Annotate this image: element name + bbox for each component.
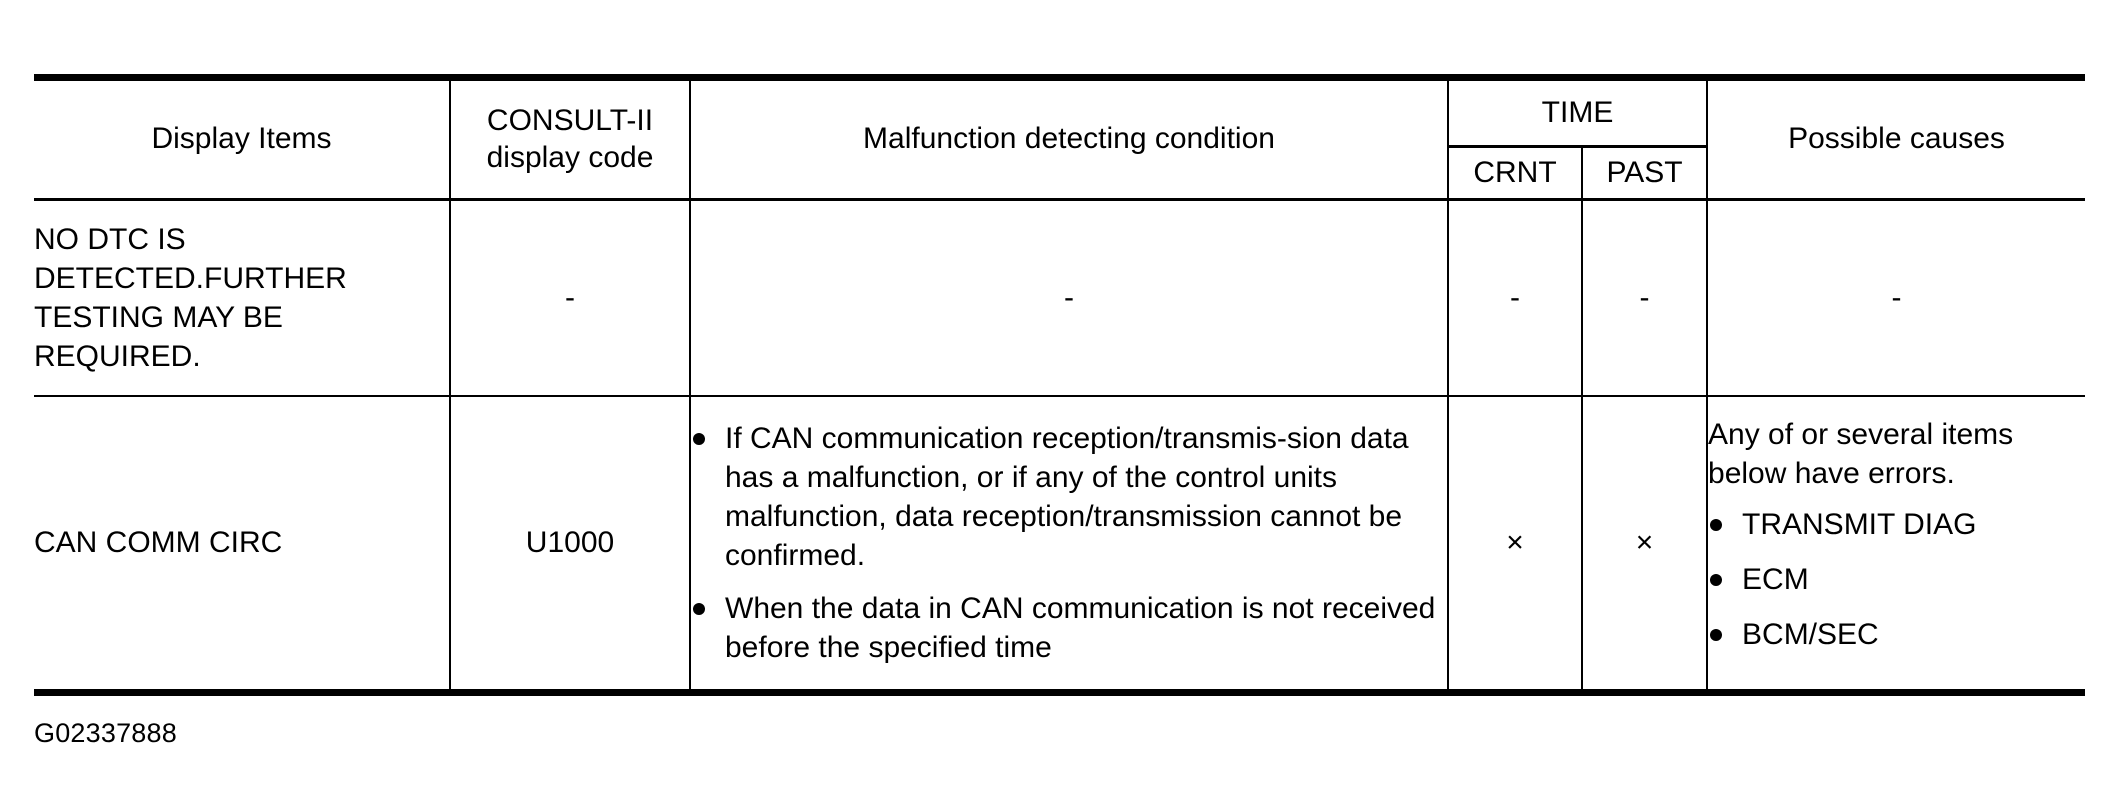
cell-time-past: - — [1580, 199, 1709, 397]
cell-possible-causes: Any of or several items below have error… — [1706, 394, 2086, 694]
column-header-malfunction-condition: Malfunction detecting condition — [689, 76, 1449, 201]
list-item-text: TRANSMIT DIAG — [1742, 508, 1977, 542]
list-item-text: ECM — [1742, 563, 1809, 597]
bullet-dot-icon — [1710, 629, 1723, 642]
column-header-crnt: CRNT — [1448, 146, 1583, 201]
display-items-line: NO DTC IS — [34, 222, 186, 256]
table-row: CAN COMM CIRC U1000 If CAN communication… — [34, 394, 2086, 694]
table-header: Display Items CONSULT-II display code Ma… — [34, 76, 2086, 201]
bullet-dot-icon — [693, 602, 705, 615]
display-items-line: DETECTED.FURTHER — [34, 261, 347, 295]
list-item-text: BCM/SEC — [1742, 618, 1879, 652]
column-header-consult-code: CONSULT-II display code — [449, 76, 691, 201]
dtc-table: Display Items CONSULT-II display code Ma… — [34, 74, 2086, 696]
display-items-line: TESTING MAY BE — [34, 300, 283, 334]
table-body: NO DTC IS DETECTED.FURTHER TESTING MAY B… — [34, 199, 2086, 694]
possible-causes-lead-text: Any of or several items below have error… — [1708, 418, 2014, 491]
cell-consult-code: U1000 — [449, 394, 691, 694]
header-row-secondary: CRNT PAST — [34, 146, 2085, 201]
column-header-display-items: Display Items — [34, 76, 451, 201]
consult-code-line1: CONSULT-II — [486, 103, 654, 137]
list-item: TRANSMIT DIAG — [1708, 505, 2085, 544]
bullet-dot-icon — [693, 432, 705, 445]
malfunction-bullet-list: If CAN communication reception/transmis-… — [691, 419, 1447, 667]
cell-possible-causes: - — [1706, 199, 2086, 397]
cell-time-crnt: - — [1447, 199, 1583, 397]
bullet-dot-icon — [1710, 519, 1723, 532]
column-header-past: PAST — [1580, 146, 1708, 201]
list-item-text: When the data in CAN communication is no… — [725, 591, 1436, 664]
list-item: ECM — [1708, 560, 2085, 599]
list-item: BCM/SEC — [1708, 615, 2085, 654]
cell-display-items: CAN COMM CIRC — [34, 394, 451, 694]
cell-malfunction-condition: If CAN communication reception/transmis-… — [689, 394, 1449, 694]
list-item: When the data in CAN communication is no… — [691, 589, 1447, 667]
cell-display-items: NO DTC IS DETECTED.FURTHER TESTING MAY B… — [34, 199, 451, 397]
column-header-possible-causes: Possible causes — [1706, 76, 2086, 201]
bullet-dot-icon — [1710, 574, 1723, 587]
list-item: If CAN communication reception/transmis-… — [691, 419, 1447, 575]
cell-time-past: × — [1580, 394, 1709, 694]
possible-causes-bullet-list: TRANSMIT DIAG ECM BCM/SEC — [1708, 505, 2085, 654]
consult-code-line2: display code — [486, 140, 654, 174]
cell-malfunction-condition: - — [689, 199, 1449, 397]
figure-caption: G02337888 — [34, 718, 177, 748]
display-items-line: REQUIRED. — [34, 339, 201, 373]
column-header-time: TIME — [1446, 76, 1709, 148]
dtc-table-container: Display Items CONSULT-II display code Ma… — [34, 74, 2086, 696]
table-row: NO DTC IS DETECTED.FURTHER TESTING MAY B… — [34, 199, 2086, 397]
list-item-text: If CAN communication reception/transmis-… — [725, 421, 1409, 572]
cell-time-crnt: × — [1447, 394, 1583, 694]
header-row-primary: Display Items CONSULT-II display code Ma… — [34, 76, 2086, 201]
cell-consult-code: - — [449, 199, 691, 397]
